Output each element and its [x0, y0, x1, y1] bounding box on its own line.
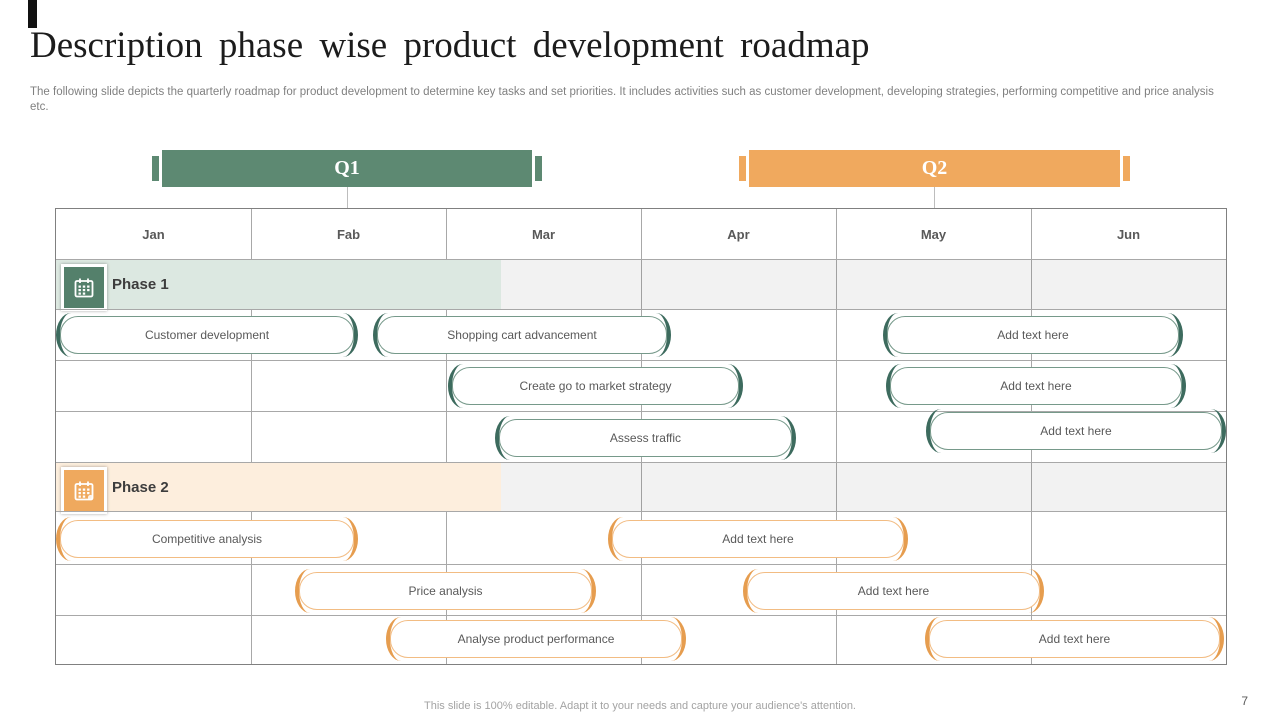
editable-note: This slide is 100% editable. Adapt it to…	[424, 700, 856, 712]
task-pill-analyse-product-performance[interactable]: Analyse product performance	[386, 617, 686, 661]
page-title: Description phase wise product developme…	[30, 25, 870, 66]
q1-connector-line	[347, 187, 348, 208]
grid-line	[56, 462, 1226, 463]
grid-line	[56, 360, 1226, 361]
task-pill-create-go-to-market-strategy[interactable]: Create go to market strategy	[448, 364, 743, 408]
task-pill-customer-development[interactable]: Customer development	[56, 313, 358, 357]
phase2-highlight	[56, 463, 501, 511]
grid-line	[836, 209, 837, 664]
grid-line	[56, 615, 1226, 616]
task-pill-add-text-5[interactable]: Add text here	[743, 569, 1044, 613]
task-pill-assess-traffic[interactable]: Assess traffic	[495, 416, 796, 460]
grid-line	[56, 411, 1226, 412]
task-label: Add text here	[857, 584, 930, 598]
month-header-jun: Jun	[1116, 226, 1141, 242]
task-pill-competitive-analysis[interactable]: Competitive analysis	[56, 517, 358, 561]
grid-line	[446, 209, 447, 664]
task-label: Add text here	[997, 328, 1069, 342]
task-label: Price analysis	[408, 584, 483, 598]
task-label: Analyse product performance	[457, 632, 615, 646]
task-label: Competitive analysis	[151, 532, 263, 546]
month-header-fab: Fab	[336, 226, 361, 242]
q2-connector-line	[934, 187, 935, 208]
task-label: Add text here	[722, 532, 794, 546]
grid-line	[56, 564, 1226, 565]
calendar-icon	[61, 264, 107, 311]
phase2-row: Phase 2	[56, 463, 1226, 514]
task-pill-add-text-1[interactable]: Add text here	[883, 313, 1183, 357]
month-header-may: May	[920, 226, 947, 242]
task-label: Add text here	[1000, 379, 1072, 393]
task-label: Add text here	[1040, 424, 1112, 438]
task-pill-add-text-2[interactable]: Add text here	[886, 364, 1186, 408]
task-pill-add-text-6[interactable]: Add text here	[925, 617, 1224, 661]
page-number: 7	[1241, 694, 1248, 708]
grid-line	[251, 209, 252, 664]
top-left-marker	[28, 0, 37, 28]
grid-line	[56, 511, 1226, 512]
task-label: Add text here	[1038, 632, 1111, 646]
phase1-label: Phase 1	[112, 276, 169, 293]
grid-line	[56, 259, 1226, 260]
task-label: Assess traffic	[609, 431, 682, 445]
task-pill-shopping-cart-advancement[interactable]: Shopping cart advancement	[373, 313, 671, 357]
phase1-highlight	[56, 260, 501, 309]
month-header-apr: Apr	[727, 226, 750, 242]
task-pill-add-text-3[interactable]: Add text here	[926, 409, 1226, 453]
quarter-bar-q1[interactable]: Q1	[152, 150, 542, 187]
phase2-label: Phase 2	[112, 478, 169, 496]
phase1-row: Phase 1	[56, 260, 1226, 311]
month-header-mar: Mar	[531, 226, 556, 242]
task-label: Create go to market strategy	[519, 379, 672, 393]
grid-line	[56, 309, 1226, 310]
task-pill-add-text-4[interactable]: Add text here	[608, 517, 908, 561]
quarter-bar-q2[interactable]: Q2	[739, 150, 1130, 187]
quarter-q1-label: Q1	[334, 157, 360, 179]
task-pill-price-analysis[interactable]: Price analysis	[295, 569, 596, 613]
slide-subtitle: The following slide depicts the quarterl…	[30, 86, 1214, 113]
task-label: Customer development	[144, 328, 270, 342]
roadmap-table: Jan Fab Mar Apr May Jun	[55, 208, 1227, 665]
month-header-jan: Jan	[142, 226, 165, 242]
task-label: Shopping cart advancement	[447, 328, 597, 342]
quarter-q2-label: Q2	[921, 157, 948, 179]
calendar-icon	[61, 467, 107, 514]
